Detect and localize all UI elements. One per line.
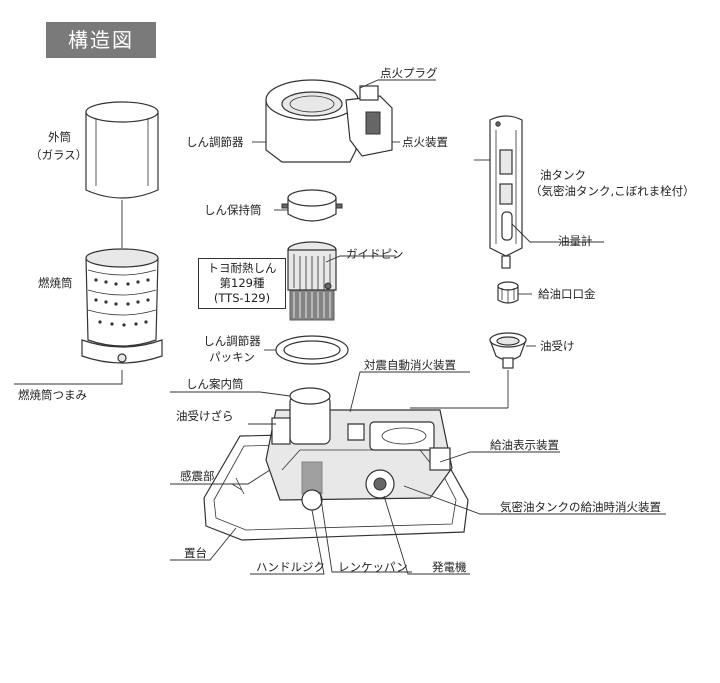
oil-receiver-part	[489, 332, 527, 369]
label-oil-tank: 油タンク	[540, 168, 586, 182]
label-oil-tray: 油受けざら	[176, 409, 234, 423]
label-base: 置台	[184, 546, 207, 560]
label-outer-tube: 外筒	[48, 130, 71, 144]
label-airtight-extinguisher: 気密油タンクの給油時消火装置	[500, 500, 661, 514]
wick	[287, 241, 337, 321]
label-guide-pin: ガイドピン	[346, 247, 404, 261]
label-ignition-plug: 点火プラグ	[380, 66, 438, 80]
label-ignition-device: 点火装置	[402, 135, 448, 149]
label-generator: 発電機	[432, 560, 467, 574]
label-oil-receiver: 油受け	[540, 339, 575, 353]
label-quake-extinguisher: 対震自動消火装置	[364, 358, 456, 372]
label-wick-holder: しん保持筒	[204, 203, 262, 217]
combustion-tube	[81, 248, 163, 364]
label-handle-jig: ハンドルジク	[256, 560, 325, 574]
oil-tank	[489, 115, 523, 269]
label-oil-gauge: 油量計	[558, 234, 593, 248]
label-combustion-knob: 燃焼筒つまみ	[18, 388, 87, 402]
label-wick-guide-tube: しん案内筒	[186, 377, 244, 391]
label-fill-indicator: 給油表示装置	[490, 438, 559, 452]
label-wick-packing-l1: しん調節器	[203, 334, 261, 348]
wick-packing	[275, 335, 349, 365]
label-outer-tube-sub: （ガラス）	[30, 148, 88, 162]
fill-cap	[497, 281, 519, 304]
base-assembly	[203, 387, 469, 541]
label-oil-tank-sub: （気密油タンク,こぼれま栓付）	[530, 184, 695, 198]
label-toyo-wick-l1: トヨ耐熱しん	[207, 261, 277, 275]
wick-spec-box: トヨ耐熱しん 第129種 (TTS-129)	[198, 258, 286, 309]
diagram-title: 構造図	[46, 22, 156, 58]
wick-adjuster	[265, 79, 393, 163]
label-rack-pinion: レンケッパン	[338, 560, 408, 574]
label-combustion-tube: 燃焼筒	[38, 276, 73, 290]
label-fill-cap: 給油口口金	[538, 287, 596, 301]
label-quake-sensor: 感震部	[180, 469, 215, 483]
label-toyo-wick-l3: (TTS-129)	[213, 291, 271, 305]
label-wick-adjuster: しん調節器	[186, 135, 244, 149]
wick-holder	[281, 189, 343, 222]
leader-lines	[14, 79, 666, 575]
outer-glass-tube	[85, 101, 159, 199]
label-toyo-wick-l2: 第129種	[219, 276, 265, 290]
label-wick-packing-l2: パッキン	[209, 350, 255, 364]
